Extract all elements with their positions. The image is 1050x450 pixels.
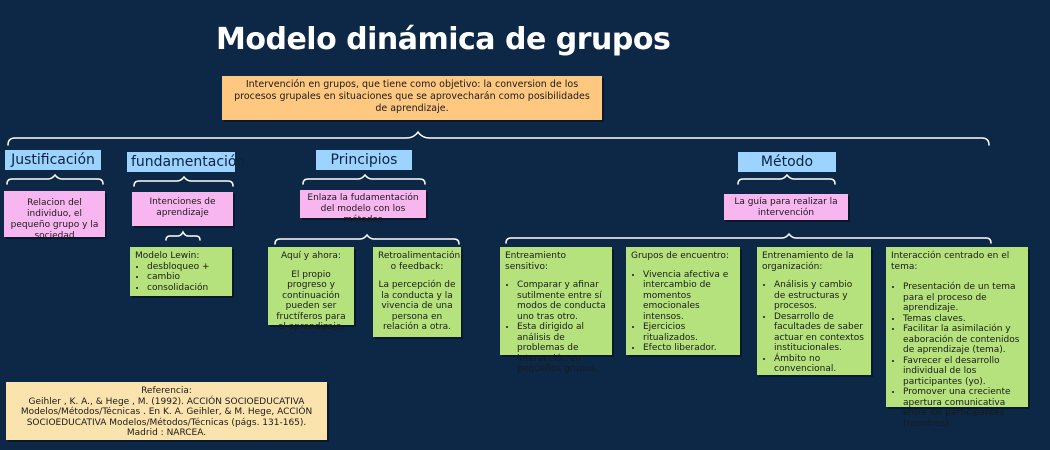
method-encuentro: Grupos de encuentro: Vivencia afectiva e… — [626, 247, 740, 355]
aqui-ahora-box: Aquí y ahora: El propio progreso y conti… — [268, 247, 354, 332]
heading-justificacion: Justificación — [5, 150, 101, 170]
lewin-box: Modelo Lewin: desbloqueo + cambio consol… — [130, 247, 232, 296]
method-item: Análisis y cambio de estructuras y proce… — [774, 280, 866, 312]
method-item: Ámbito no convencional. — [774, 354, 866, 375]
method-title: Grupos de encuentro: — [631, 251, 729, 261]
method-item: Comparar y afinar sutilmente entre sí mo… — [517, 280, 607, 322]
aqui-ahora-title: Aquí y ahora: — [281, 251, 341, 261]
method-title: Entreamiento sensitivo: — [505, 251, 567, 272]
heading-metodo: Método — [738, 152, 836, 172]
heading-fundamentacion: fundamentación — [127, 152, 245, 172]
method-item: Desarrollo de facultades de saber actuar… — [774, 312, 866, 354]
method-item: Esta dirigido al análisis de problemas d… — [517, 322, 607, 375]
feedback-box: Retroalimentación o feedback: La percepc… — [373, 247, 461, 337]
reference-label: Referencia: — [141, 386, 192, 396]
justificacion-text: Relacion del individuo, el pequeño grupo… — [10, 198, 99, 241]
heading-principios: Principios — [316, 150, 412, 170]
fundamentacion-box: Intenciones de aprendizaje — [132, 192, 233, 226]
reference-box: Referencia: Geihler , K. A., & Hege , M.… — [6, 382, 327, 440]
principios-text: Enlaza la fudamentación del modelo con l… — [307, 193, 419, 225]
fundamentacion-text: Intenciones de aprendizaje — [149, 197, 216, 218]
lewin-title: Modelo Lewin: — [135, 251, 200, 261]
method-tema: Interacción centrado en el tema: Present… — [886, 247, 1028, 429]
lewin-item: desbloqueo + — [147, 262, 227, 273]
feedback-title: Retroalimentación o feedback: — [378, 251, 461, 272]
method-title: Interacción centrado en el tema: — [891, 251, 1010, 272]
page-title: Modelo dinámica de grupos — [216, 22, 671, 57]
lewin-item: consolidación — [147, 283, 227, 294]
metodo-text: La guía para realizar la intervención — [734, 197, 838, 218]
method-item: Efecto liberador. — [643, 343, 735, 354]
metodo-box: La guía para realizar la intervención — [724, 194, 848, 220]
method-item: Favrecer el desarrollo individual de los… — [903, 356, 1023, 388]
aqui-ahora-text: El propio progreso y continuación pueden… — [276, 269, 346, 333]
method-item: Temas claves. — [903, 314, 1023, 325]
method-item: Presentación de un tema para el proceso … — [903, 282, 1023, 314]
justificacion-box: Relacion del individuo, el pequeño grupo… — [4, 191, 105, 241]
intro-box: Intervención en grupos, que tiene como o… — [222, 76, 602, 120]
method-item: Facilitar la asimilación y eaboración de… — [903, 324, 1023, 356]
method-sensitivo: Entreamiento sensitivo: Comparar y afina… — [500, 247, 612, 374]
method-item: Promover una creciente apertura comunica… — [903, 387, 1023, 429]
feedback-text: La percepción de la conducta y la vivenc… — [378, 280, 456, 332]
method-title: Entrenamiento de la organización: — [762, 251, 854, 272]
reference-text: Geihler , K. A., & Hege , M. (1992). ACC… — [20, 396, 313, 439]
method-item: Vivencia afectiva e intercambio de momen… — [643, 270, 735, 323]
intro-text: Intervención en grupos, que tiene como o… — [234, 79, 590, 114]
method-organizacion: Entrenamiento de la organización: Anális… — [757, 247, 871, 375]
principios-box: Enlaza la fudamentación del modelo con l… — [300, 190, 426, 225]
method-item: Ejercicios ritualizados. — [643, 322, 735, 343]
lewin-item: cambio — [147, 272, 227, 283]
